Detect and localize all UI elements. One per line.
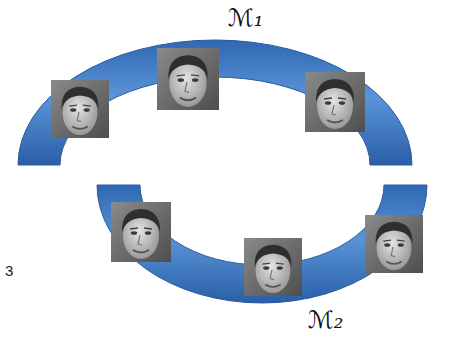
manifold-label: ℳ₂ xyxy=(308,306,343,334)
face-image xyxy=(244,238,302,296)
face-image xyxy=(365,215,423,273)
band-outline xyxy=(18,40,412,165)
face-image xyxy=(157,48,219,110)
manifold-band: ℳ₁ xyxy=(0,0,470,175)
manifold-label: ℳ₁ xyxy=(228,4,263,32)
face-image xyxy=(111,202,171,262)
band-outline xyxy=(97,185,427,303)
manifold-band: ℳ₂ xyxy=(0,175,470,348)
face-image xyxy=(305,72,365,132)
band-shape xyxy=(0,175,470,348)
face-image xyxy=(51,80,109,138)
stray-number: 3 xyxy=(5,262,13,279)
